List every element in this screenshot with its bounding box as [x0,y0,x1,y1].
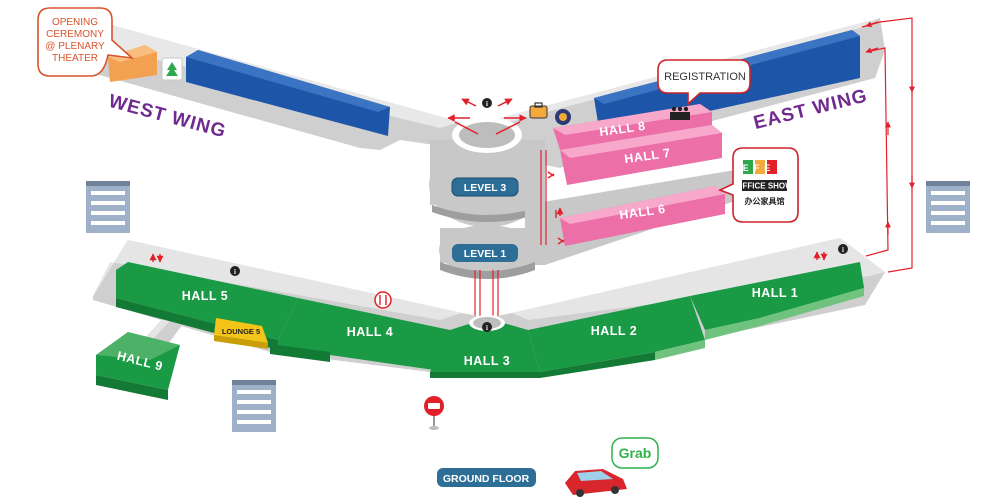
registration-icon [670,106,690,123]
office-show-line-1: OFFICE SHOW [736,182,793,191]
hall-6-block[interactable] [560,186,725,246]
escalator-icon [149,251,828,263]
hall-6-label: HALL 6 [618,202,666,222]
hotel-building-icon [86,181,130,233]
level1-pill[interactable]: LEVEL 1 [452,244,518,262]
info-icon: i [482,98,492,108]
info-icon: i [838,244,848,254]
info-icon: i [482,322,492,332]
hall-2-label: HALL 2 [591,324,638,338]
opening-line-2: CEREMONY [46,29,104,40]
grab-badge[interactable]: Grab [611,437,659,469]
first-aid-icon [161,57,183,81]
opening-line-3: @ PLENARY [45,41,105,52]
efe-logo-text: EFE [743,163,776,173]
efe-logo: EFE [743,160,777,174]
hall-3-label: HALL 3 [464,354,511,368]
info-icon: i [230,266,240,276]
hall-5-label: HALL 5 [182,289,229,303]
hall-4-block[interactable] [270,298,450,372]
level3-label: LEVEL 3 [464,182,507,194]
hall-4-label: HALL 4 [347,325,394,339]
hall-9-block[interactable] [96,332,180,400]
office-show-line-2: 办公家具馆 [745,196,785,206]
escalator-icon [547,171,564,245]
taxi-stand-icon[interactable] [424,396,444,430]
escalator-lines [474,150,547,320]
luggage-icon [529,102,548,119]
svg-text:i: i [486,324,488,332]
ground-floor-label: GROUND FLOOR [443,473,530,485]
west-wing-blue-block [186,50,390,136]
svg-text:i: i [842,246,844,254]
office-show-callout: EFE OFFICE SHOW 办公家具馆 [717,147,799,223]
lounge-5-label: LOUNGE 5 [222,327,260,336]
restaurant-icon [374,291,392,309]
hotel-building-icon [926,181,970,233]
grab-label: Grab [619,445,652,461]
hall-2-block[interactable] [528,296,705,378]
east-path-arrows [861,17,915,273]
registration-callout: REGISTRATION [657,59,751,106]
ground-floor-pill[interactable]: GROUND FLOOR [437,468,536,487]
opening-line-4: THEATER [52,53,98,64]
circulation-arrows [447,98,527,135]
hall-7-label: HALL 7 [623,146,671,166]
level1-label: LEVEL 1 [464,248,507,260]
opening-line-1: OPENING [52,17,98,28]
level3-pill[interactable]: LEVEL 3 [451,177,519,197]
prayer-room-icon [555,109,571,125]
svg-text:i: i [234,268,236,276]
car-icon [565,469,627,497]
svg-text:i: i [486,100,488,108]
registration-label: REGISTRATION [664,71,746,83]
hall-8-label: HALL 8 [598,119,646,139]
hall-1-block[interactable] [690,262,864,340]
hall-3-block[interactable] [430,322,540,378]
hotel-building-icon [232,380,276,432]
lounge-5-block[interactable]: LOUNGE 5 [214,318,268,349]
hall-7-block[interactable] [560,125,722,185]
opening-ceremony-callout: OPENING CEREMONY @ PLENARY THEATER [37,7,135,77]
hall-1-label: HALL 1 [752,286,799,300]
